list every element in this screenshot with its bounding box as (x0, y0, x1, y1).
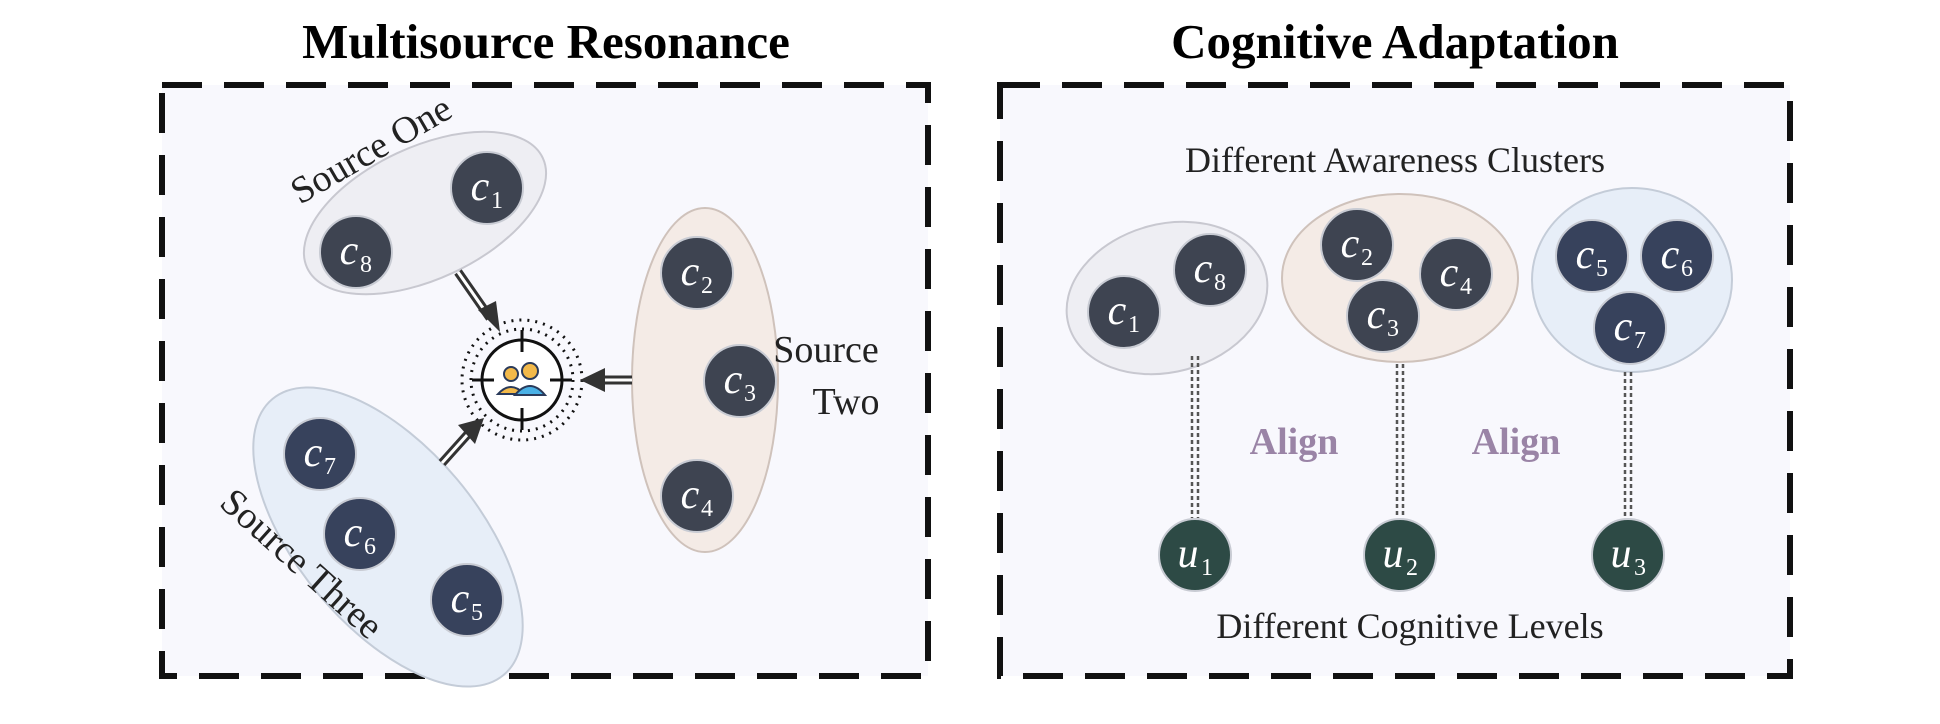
awareness-cluster-1: c 8 c 1 (1065, 220, 1269, 376)
svg-text:6: 6 (364, 534, 376, 560)
svg-text:u: u (1611, 531, 1632, 577)
node-c6: c 6 (323, 497, 397, 571)
user-node-u3: u 3 (1591, 518, 1665, 592)
svg-text:c: c (681, 472, 700, 518)
svg-text:c: c (1367, 292, 1386, 338)
svg-text:1: 1 (491, 188, 503, 214)
svg-text:7: 7 (1634, 328, 1646, 354)
svg-text:4: 4 (1460, 274, 1472, 300)
svg-text:3: 3 (1634, 555, 1646, 581)
svg-text:c: c (1440, 250, 1459, 296)
svg-text:1: 1 (1128, 312, 1140, 338)
svg-text:c: c (1108, 288, 1127, 334)
arrow-source-one (454, 269, 500, 332)
svg-text:c: c (681, 249, 700, 295)
node-c4: c 4 (660, 459, 734, 533)
svg-text:c: c (1614, 304, 1633, 350)
svg-text:8: 8 (360, 252, 372, 278)
source-two-label-line2: Two (812, 381, 879, 423)
user-node-u2: u 2 (1363, 518, 1437, 592)
clusters-label: Different Awareness Clusters (1185, 140, 1605, 180)
svg-text:7: 7 (324, 454, 336, 480)
svg-text:3: 3 (1387, 316, 1399, 342)
arrow-source-three (438, 418, 484, 467)
svg-text:c: c (1341, 221, 1360, 267)
node-c6-right: c 6 (1640, 219, 1714, 293)
node-c5: c 5 (430, 563, 504, 637)
svg-text:8: 8 (1214, 270, 1226, 296)
node-c2-right: c 2 (1320, 208, 1394, 282)
source-two-label-line1: Source (773, 329, 879, 371)
arrow-source-two (580, 368, 632, 392)
node-c2: c 2 (660, 236, 734, 310)
svg-text:c: c (340, 228, 359, 274)
svg-text:5: 5 (471, 600, 483, 626)
svg-text:c: c (1194, 246, 1213, 292)
svg-text:2: 2 (1361, 245, 1373, 271)
svg-text:3: 3 (744, 381, 756, 407)
svg-text:c: c (1576, 232, 1595, 278)
svg-text:c: c (471, 164, 490, 210)
node-c5-right: c 5 (1555, 219, 1629, 293)
source-three-cluster: c 7 c 6 c 5 (252, 386, 524, 688)
source-one-cluster: c 1 c 8 (302, 130, 548, 296)
svg-text:u: u (1178, 531, 1199, 577)
svg-text:c: c (344, 510, 363, 556)
svg-text:c: c (451, 576, 470, 622)
svg-text:1: 1 (1201, 555, 1213, 581)
svg-text:6: 6 (1681, 256, 1693, 282)
connector-lines (1190, 356, 1633, 518)
node-c1: c 1 (450, 151, 524, 225)
node-c8-right: c 8 (1173, 233, 1247, 307)
user-node-u1: u 1 (1158, 518, 1232, 592)
node-c8: c 8 (319, 215, 393, 289)
svg-text:2: 2 (701, 273, 713, 299)
svg-text:2: 2 (1406, 555, 1418, 581)
node-c1-right: c 1 (1087, 275, 1161, 349)
align-label-2: Align (1472, 421, 1561, 463)
svg-text:c: c (304, 430, 323, 476)
svg-text:u: u (1383, 531, 1404, 577)
levels-label: Different Cognitive Levels (1216, 606, 1603, 646)
svg-text:c: c (1661, 232, 1680, 278)
svg-text:5: 5 (1596, 256, 1608, 282)
node-c7-right: c 7 (1593, 291, 1667, 365)
node-c4-right: c 4 (1419, 237, 1493, 311)
right-panel-title: Cognitive Adaptation (1171, 14, 1619, 69)
awareness-cluster-3: c 5 c 6 c 7 (1531, 187, 1733, 373)
left-panel-title: Multisource Resonance (302, 14, 790, 69)
source-two-cluster: c 2 c 3 c 4 (631, 207, 779, 553)
align-label-1: Align (1250, 421, 1339, 463)
node-c3: c 3 (703, 344, 777, 418)
node-c3-right: c 3 (1346, 279, 1420, 353)
awareness-cluster-2: c 2 c 4 c 3 (1281, 193, 1519, 363)
svg-text:c: c (724, 357, 743, 403)
svg-text:4: 4 (701, 496, 713, 522)
node-c7: c 7 (283, 417, 357, 491)
